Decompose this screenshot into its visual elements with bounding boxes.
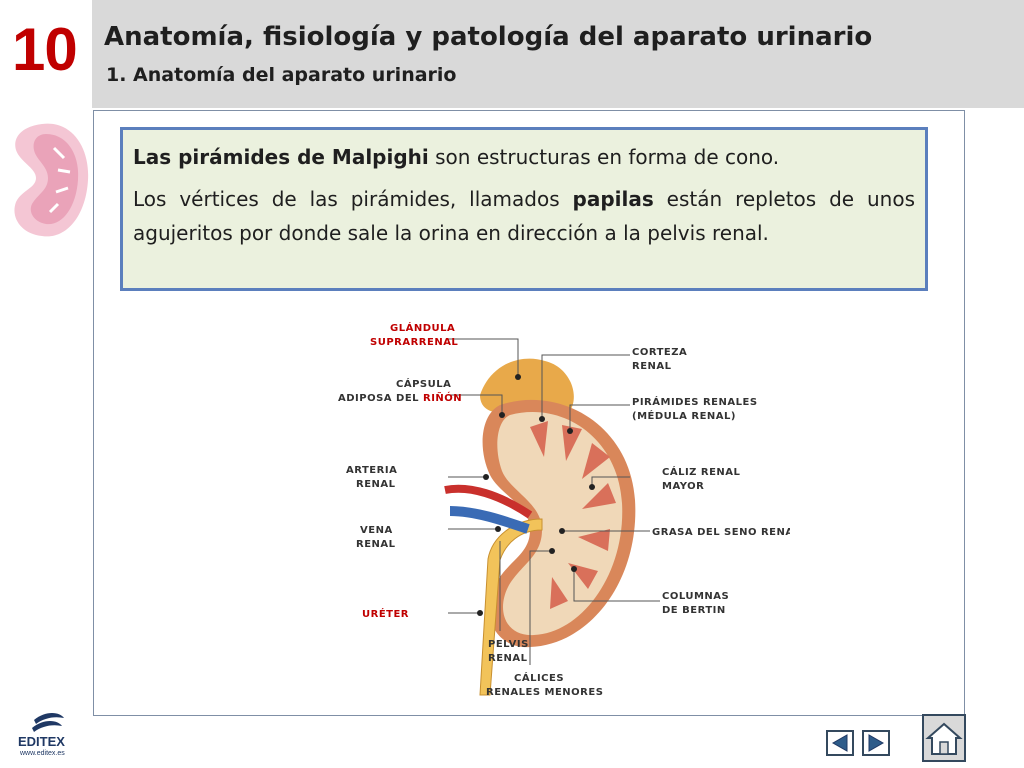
renal-vein-shape [449,506,530,534]
editex-logo-icon [32,713,64,732]
page-subtitle: 1. Anatomía del aparato urinario [106,64,457,86]
label-columnas-1: COLUMNAS [662,591,729,602]
chapter-number: 10 [12,16,78,83]
label-pelvis-2: RENAL [488,653,528,664]
label-calices-2: RENALES MENORES [486,687,603,698]
label-corteza-2: RENAL [632,361,672,372]
kidney-thumbnail-icon [14,123,89,237]
callout-term: papilas [572,187,654,211]
prev-arrow-icon [831,734,848,752]
logo-text: EDITEX [18,734,65,749]
label-vena-2: RENAL [356,539,396,550]
callout-text: son estructuras en forma de cono. [428,145,780,169]
home-icon [925,722,963,755]
label-arteria-2: RENAL [356,479,396,490]
label-caliz-1: CÁLIZ RENAL [662,465,741,478]
label-grasa: GRASA DEL SENO RENAL [652,527,790,538]
label-capsula-2: ADIPOSA DEL RIÑÓN [338,391,462,404]
callout-paragraph-2: Los vértices de las pirámides, llamados … [133,182,915,250]
callout-term: Las pirámides de Malpighi [133,145,429,169]
label-arteria-1: ARTERIA [346,465,397,476]
label-calices-1: CÁLICES [514,671,564,684]
logo-url: www.editex.es [20,750,65,757]
label-corteza-1: CORTEZA [632,347,687,358]
prev-slide-button[interactable] [826,730,854,756]
kidney-diagram: GLÁNDULA SUPRARRENAL CÁPSULA ADIPOSA DEL… [338,321,790,698]
next-arrow-icon [868,734,885,752]
callout-paragraph-1: Las pirámides de Malpighi son estructura… [133,140,915,174]
label-glandula-1: GLÁNDULA [390,321,455,334]
label-piramides-1: PIRÁMIDES RENALES [632,395,758,408]
page-title: Anatomía, fisiología y patología del apa… [104,22,873,52]
label-columnas-2: DE BERTIN [662,605,726,616]
label-glandula-2: SUPRARRENAL [370,337,458,348]
home-button[interactable] [922,714,966,762]
label-capsula-1: CÁPSULA [396,377,451,390]
label-piramides-2: (MÉDULA RENAL) [632,409,736,422]
renal-artery-shape [444,484,533,519]
callout-text: están repletos de unos agujeritos por do… [133,187,916,245]
label-caliz-2: MAYOR [662,481,704,492]
label-vena-1: VENA [360,525,393,536]
callout-text: Los vértices de las pirámides, llamados [133,187,573,211]
ureter-shape [479,518,543,696]
header-band [92,0,1024,108]
adrenal-gland-shape [480,358,574,413]
next-slide-button[interactable] [862,730,890,756]
label-pelvis-1: PELVIS [488,639,529,650]
callout-box: Las pirámides de Malpighi son estructura… [120,127,928,291]
label-ureter: URÉTER [362,607,409,620]
